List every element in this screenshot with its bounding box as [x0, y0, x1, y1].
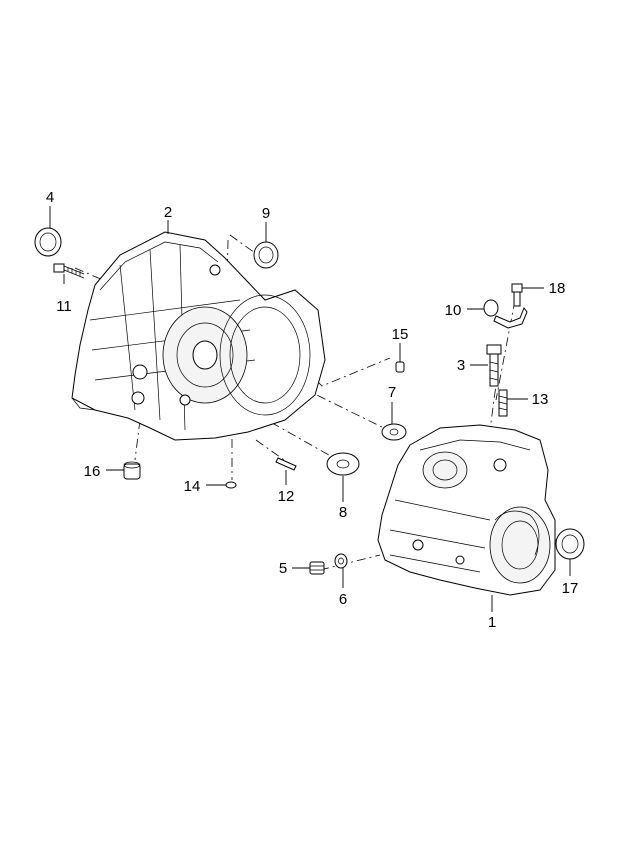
- callout-10: 10: [445, 302, 462, 319]
- callout-9: 9: [262, 205, 270, 222]
- callout-7: 7: [388, 384, 396, 401]
- washer-part-8: [326, 452, 360, 476]
- sensor-part-18: [511, 283, 523, 307]
- callout-6: 6: [339, 591, 347, 608]
- clip-part-14: [225, 481, 237, 489]
- callout-17: 17: [562, 580, 579, 597]
- gasket-part-6: [334, 553, 348, 569]
- clutch-housing: [71, 231, 326, 441]
- callout-8: 8: [339, 504, 347, 521]
- stud-part-13: [498, 389, 508, 417]
- callout-15: 15: [392, 326, 409, 343]
- oil-seal-part-9: [253, 241, 279, 269]
- washer-part-7: [381, 423, 407, 441]
- callout-12: 12: [278, 488, 295, 505]
- oil-seal-part-4: [34, 227, 62, 257]
- oil-seal-part-17: [555, 528, 585, 560]
- callout-labels: 1 2 3 4 5 6 7 8 9 10 11 12 13 14 15 16 1…: [46, 189, 579, 631]
- callout-13: 13: [532, 391, 549, 408]
- callout-11: 11: [56, 298, 72, 315]
- callout-2: 2: [164, 204, 172, 221]
- leader-lines: [49, 206, 571, 612]
- bolt-part-3: [486, 344, 502, 387]
- callout-5: 5: [279, 560, 287, 577]
- callout-1: 1: [488, 614, 496, 631]
- callout-3: 3: [457, 357, 465, 374]
- bracket-part-10: [483, 299, 528, 329]
- plug-part-15: [395, 361, 405, 373]
- plug-part-16: [123, 461, 141, 480]
- pin-part-12: [275, 457, 297, 471]
- transmission-case: [377, 424, 556, 596]
- callout-16: 16: [84, 463, 101, 480]
- bolt-part-11: [53, 263, 85, 279]
- callout-18: 18: [549, 280, 566, 297]
- callout-4: 4: [46, 189, 54, 206]
- plug-part-5: [309, 561, 325, 575]
- callout-14: 14: [184, 478, 201, 495]
